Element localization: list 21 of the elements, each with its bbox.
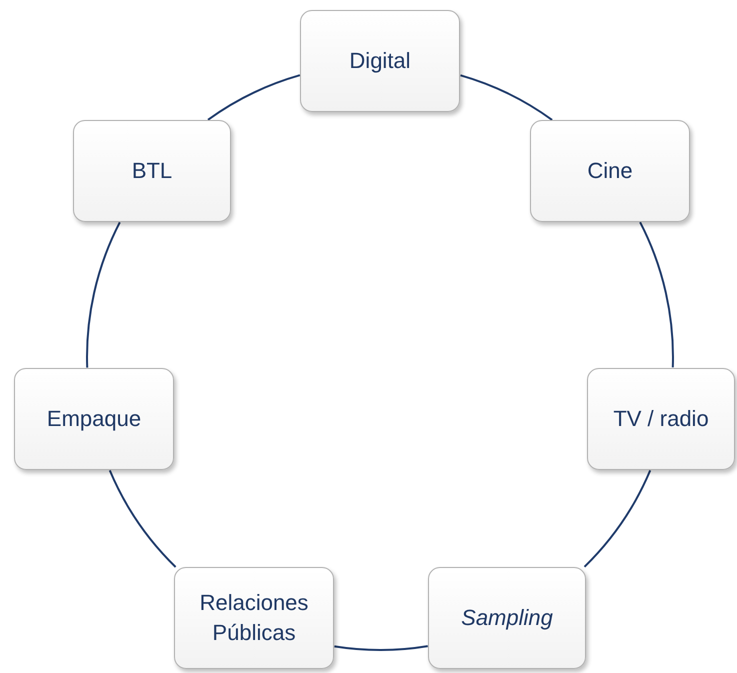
rounded-box: [300, 10, 460, 112]
box-label: Digital: [349, 47, 411, 75]
rounded-box: [428, 567, 586, 669]
box-label: TV / radio: [613, 405, 709, 433]
box-label: Relaciones Públicas: [198, 589, 310, 647]
connector-arc: [207, 74, 300, 121]
box-label: Empaque: [46, 405, 142, 433]
rounded-box: [14, 368, 174, 470]
connector-arc: [460, 74, 553, 121]
rounded-box: [530, 120, 690, 222]
connector-arc: [584, 470, 652, 568]
connector-arc: [639, 222, 674, 368]
box-label: BTL: [132, 157, 172, 185]
rounded-box: [73, 120, 231, 222]
box-label: Cine: [587, 157, 633, 185]
connector-arc: [108, 470, 176, 568]
connector-arc: [86, 222, 121, 368]
connector-arc: [334, 645, 428, 651]
rounded-box: [587, 368, 735, 470]
box-label: Sampling: [461, 604, 553, 632]
rounded-box: [174, 567, 334, 669]
